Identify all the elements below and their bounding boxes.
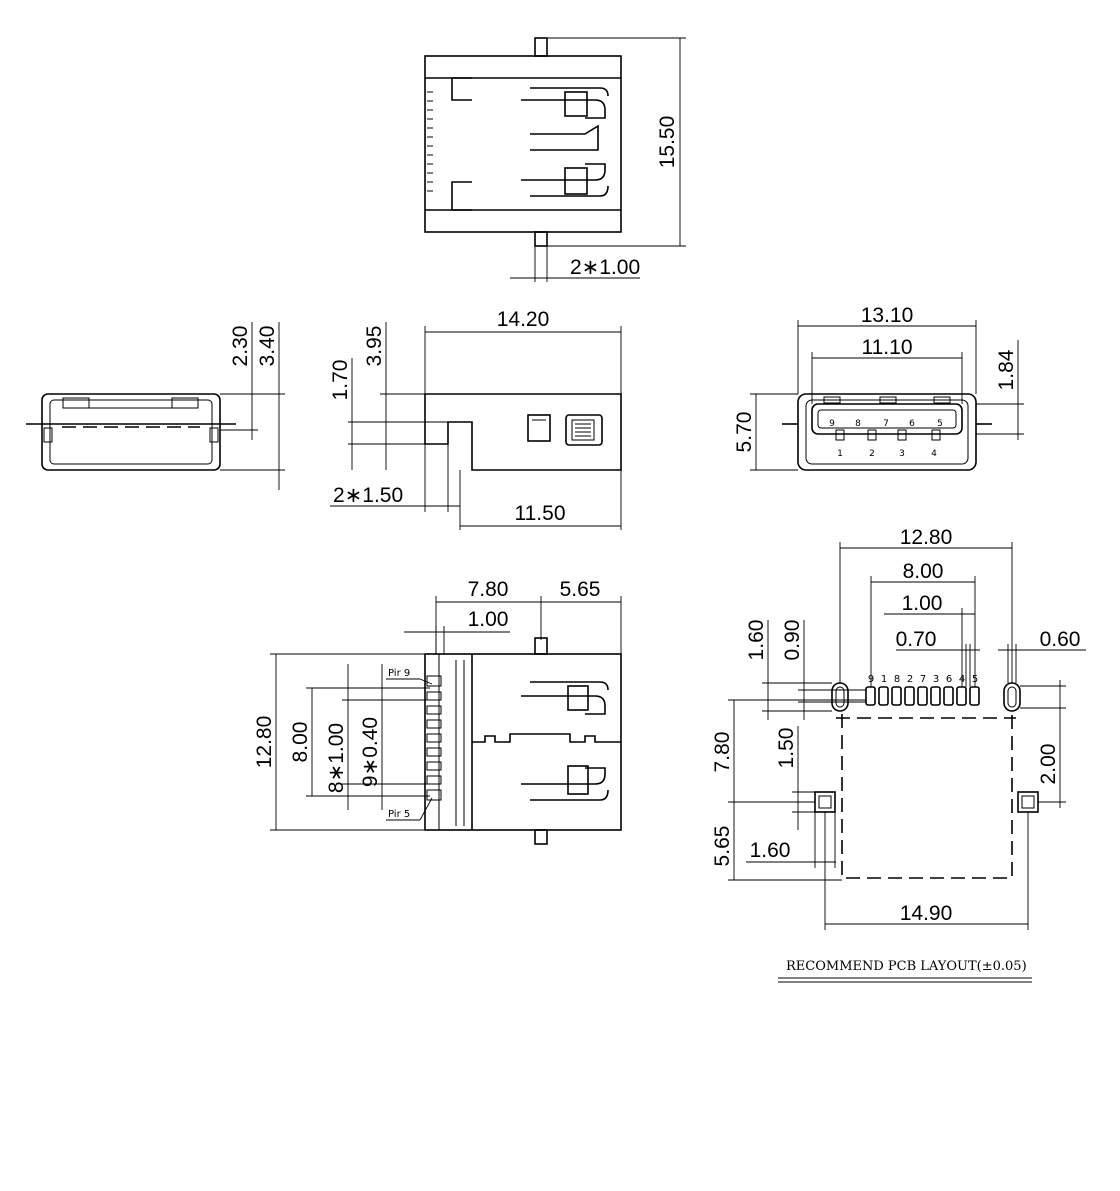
dim-5-65-bottom: 5.65 (560, 578, 601, 601)
dim-3-40: 3.40 (256, 326, 279, 367)
end-view-left: 2.30 3.40 (26, 322, 285, 490)
dim-15-50: 15.50 (656, 116, 679, 169)
front-pin-4: 4 (931, 449, 937, 459)
dim-11-50: 11.50 (515, 502, 566, 525)
dim-0-90-pcb: 0.90 (781, 620, 804, 661)
dim-2-00-pcb: 2.00 (1037, 744, 1060, 785)
pad-label-2: 2 (907, 674, 913, 685)
pad-label-7: 7 (920, 674, 926, 685)
front-pin-1: 1 (837, 449, 843, 459)
dim-8-00-pcb: 8.00 (903, 560, 944, 583)
dim-1-60b-pcb: 1.60 (750, 839, 791, 862)
front-pin-9: 9 (829, 419, 835, 429)
dim-8-00-bottom: 8.00 (289, 722, 312, 763)
dim-7-80-bottom: 7.80 (468, 578, 509, 601)
side-view: 14.20 3.95 1.70 2∗1.50 11.50 (329, 308, 622, 530)
dim-14-90-pcb: 14.90 (900, 902, 953, 925)
bottom-view: Pir 9 Pir 5 7.80 5.65 1.00 12.80 8.00 8∗… (253, 578, 622, 845)
dim-1-00-pcb: 1.00 (902, 592, 943, 615)
dim-1-00-bottom: 1.00 (468, 608, 509, 631)
dim-0-60-pcb: 0.60 (1040, 628, 1081, 651)
dim-7-80-pcb: 7.80 (711, 732, 734, 773)
pcb-layout-view: 9 1 8 2 7 3 6 4 5 12.80 8.00 1.00 (711, 526, 1086, 983)
dim-2x1-00-top: 2∗1.00 (570, 256, 640, 279)
dim-14-20: 14.20 (497, 308, 550, 331)
pad-label-1: 1 (881, 674, 887, 685)
dim-1-50-pcb: 1.50 (775, 728, 798, 769)
dim-1-60-pcb: 1.60 (745, 620, 768, 661)
dim-13-10: 13.10 (861, 304, 914, 327)
dim-2x1-50: 2∗1.50 (333, 484, 403, 507)
front-pin-2: 2 (869, 449, 875, 459)
front-pin-8: 8 (855, 419, 861, 429)
dim-1-70: 1.70 (329, 360, 352, 401)
dim-12-80-bottom: 12.80 (253, 716, 276, 769)
front-pin-5: 5 (937, 419, 943, 429)
pin-5-label: Pir 5 (388, 809, 410, 820)
dim-2-30: 2.30 (229, 326, 252, 367)
dim-5-65-pcb: 5.65 (711, 826, 734, 867)
front-pin-3: 3 (899, 449, 905, 459)
dim-11-10: 11.10 (862, 336, 913, 359)
pad-label-8: 8 (894, 674, 900, 685)
dim-0-70-pcb: 0.70 (896, 628, 937, 651)
pad-label-3: 3 (933, 674, 939, 685)
pad-label-6: 6 (946, 674, 952, 685)
dim-1-84: 1.84 (995, 349, 1018, 390)
front-view: 9 8 7 6 5 1 2 3 4 13.10 11.10 1.84 5.70 (733, 304, 1024, 471)
pin-9-label: Pir 9 (388, 668, 410, 679)
front-pin-7: 7 (883, 419, 889, 429)
pcb-layout-caption: RECOMMEND PCB LAYOUT(±0.05) (786, 959, 1027, 974)
dim-12-80-pcb: 12.80 (900, 526, 953, 549)
top-view: 15.50 2∗1.00 (424, 37, 686, 282)
dim-5-70: 5.70 (733, 412, 756, 453)
dim-9x0-40: 9∗0.40 (359, 717, 382, 787)
dim-8x1-00: 8∗1.00 (325, 723, 348, 793)
front-pin-6: 6 (909, 419, 915, 429)
dim-3-95: 3.95 (363, 326, 386, 367)
